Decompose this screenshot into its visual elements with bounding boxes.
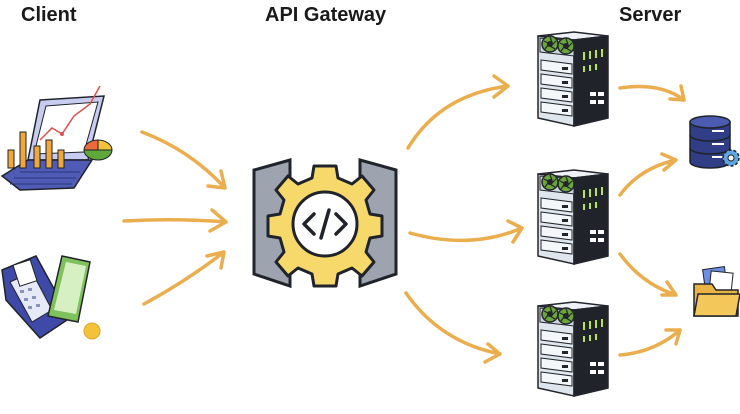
server-heading: Server [619, 4, 682, 26]
database-gear-icon [689, 115, 740, 169]
arrow-client-2 [122, 208, 228, 233]
payment-terminal-icon [1, 255, 101, 340]
arrow-server2-files [618, 252, 678, 297]
folder-files-icon [693, 266, 740, 317]
client-heading: Client [21, 4, 77, 26]
arrow-gateway-mid [408, 219, 524, 244]
code-gear-icon [252, 158, 398, 289]
server-rack-icon [538, 32, 608, 126]
server-rack-icon [538, 302, 608, 396]
arrow-client-3 [142, 250, 226, 306]
arrow-server2-db [618, 152, 678, 197]
server-rack-icon [538, 170, 608, 264]
arrow-server1-db [618, 84, 686, 102]
arrow-server3-files [618, 328, 682, 357]
laptop-analytics-icon [0, 85, 113, 191]
api-gateway-heading: API Gateway [265, 4, 387, 26]
arrow-gateway-top [406, 74, 510, 150]
arrow-client-1 [140, 130, 227, 190]
arrow-gateway-bottom [404, 291, 502, 364]
